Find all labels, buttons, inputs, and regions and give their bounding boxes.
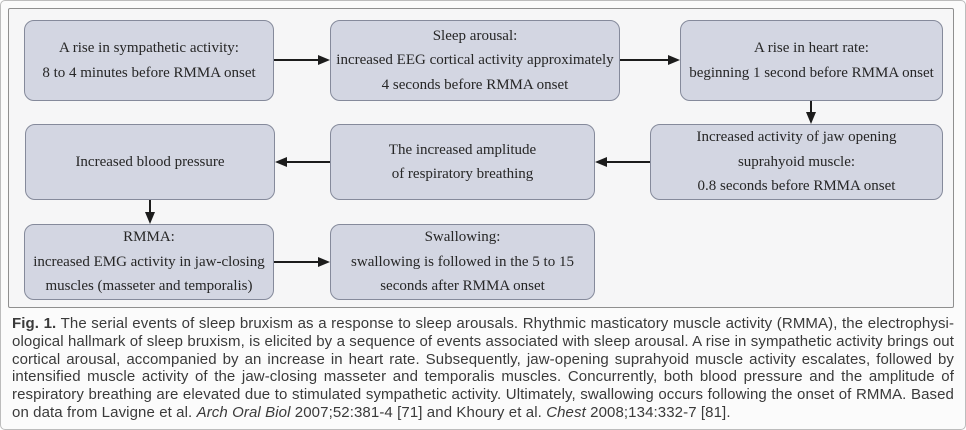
flow-box-text-line: A rise in heart rate:	[754, 40, 869, 56]
figure-caption-text: 2007;52:381-4 [71] and Khoury et al.	[290, 403, 547, 421]
flow-box-text-line: Increased blood pressure	[75, 153, 225, 170]
arrow-rmma-to-swallowing	[274, 256, 330, 268]
figure-caption: Fig. 1. The serial events of sleep bruxi…	[12, 315, 954, 422]
arrow-shaft	[274, 59, 318, 61]
arrow-shaft	[620, 59, 668, 61]
flow-box-text-line: 8 to 4 minutes before RMMA onset	[42, 64, 256, 81]
arrowhead-down-icon	[145, 212, 155, 224]
flow-box-text-line: increased EEG cortical activity approxim…	[336, 52, 614, 69]
flow-box-text-line: Increased activity of jaw opening	[696, 129, 897, 146]
flow-box-text-line: The increased amplitude	[388, 141, 537, 158]
arrowhead-left-icon	[595, 157, 607, 167]
figure-caption-text: 2008;134:332-7 [81].	[585, 403, 731, 421]
figure-caption-text: The serial events of sleep bruxism as a …	[12, 315, 954, 421]
flow-box-sleep-arousal: Sleep arousal: increased EEG cortical ac…	[330, 20, 620, 101]
arrow-shaft	[287, 161, 330, 163]
flow-box-text-line: beginning 1 second before RMMA onset	[689, 64, 934, 81]
arrow-respiratory-to-blood-pressure	[275, 156, 330, 168]
flow-box-text-line: Swallowing:	[424, 229, 501, 246]
arrowhead-right-icon	[318, 55, 330, 65]
arrowhead-right-icon	[668, 55, 680, 65]
flow-box-sympathetic-activity: A rise in sympathetic activity: 8 to 4 m…	[24, 20, 274, 101]
arrow-shaft	[810, 101, 812, 112]
arrowhead-down-icon	[806, 112, 816, 124]
flow-box-text-line: increased EMG activity in jaw-closing	[33, 253, 265, 270]
arrowhead-right-icon	[318, 257, 330, 267]
figure-caption-label: Fig. 1.	[12, 315, 57, 332]
flow-box-text-line: Sleep arousal:	[432, 27, 518, 44]
flow-box-text-line: 4 seconds before RMMA onset	[381, 76, 569, 93]
flow-box-swallowing: Swallowing: swallowing is followed in th…	[330, 224, 595, 300]
flowchart-panel: A rise in sympathetic activity: 8 to 4 m…	[8, 8, 954, 308]
arrow-shaft	[274, 261, 318, 263]
figure-caption-reference: Arch Oral Biol	[196, 403, 291, 421]
arrowhead-left-icon	[275, 157, 287, 167]
flow-box-text-line: A rise in sympathetic activity:	[59, 40, 239, 56]
flow-box-rmma: RMMA: increased EMG activity in jaw-clos…	[24, 224, 274, 300]
flow-box-text-line: swallowing is followed in the 5 to 15	[351, 253, 574, 270]
flow-box-heart-rate: A rise in heart rate: beginning 1 second…	[680, 20, 943, 101]
flow-box-blood-pressure: Increased blood pressure	[25, 124, 275, 200]
flow-box-text-line: RMMA:	[123, 229, 175, 246]
arrow-heart-rate-to-suprahyoid	[805, 101, 817, 124]
flow-box-respiratory-breathing: The increased amplitude of respiratory b…	[330, 124, 595, 200]
figure-caption-reference: Chest	[546, 403, 586, 421]
flow-box-text-line: muscles (masseter and temporalis)	[45, 278, 253, 295]
arrow-arousal-to-heart-rate	[620, 54, 680, 66]
arrow-shaft	[149, 200, 151, 212]
flow-box-text-line: seconds after RMMA onset	[380, 278, 545, 295]
flow-box-text-line: of respiratory breathing	[391, 166, 534, 182]
arrow-shaft	[607, 161, 650, 163]
flow-box-text-line: suprahyoid muscle:	[737, 153, 856, 170]
flow-box-suprahyoid-muscle: Increased activity of jaw opening suprah…	[650, 124, 943, 200]
arrow-blood-pressure-to-rmma	[144, 200, 156, 224]
arrow-sympathetic-to-arousal	[274, 54, 330, 66]
arrow-suprahyoid-to-respiratory	[595, 156, 650, 168]
flow-box-text-line: 0.8 seconds before RMMA onset	[697, 178, 896, 195]
